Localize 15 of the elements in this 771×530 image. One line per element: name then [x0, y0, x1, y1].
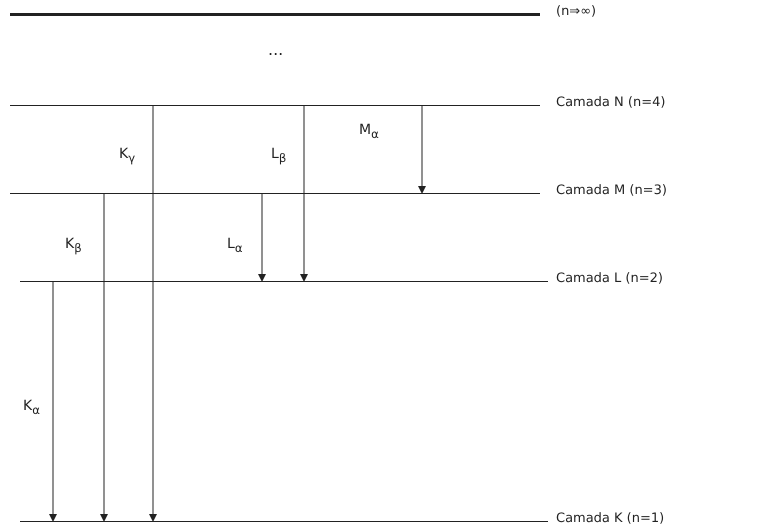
transition-arrow: [100, 194, 108, 522]
level-label: Camada N (n=4): [556, 95, 666, 111]
ellipsis-label: ...: [268, 40, 284, 59]
transition-arrow: [49, 282, 57, 522]
transition-arrow: [149, 106, 157, 522]
transition-arrow: [300, 106, 308, 282]
transition-arrow: [258, 194, 266, 282]
edge-label: L$_{β}$: [270, 146, 288, 166]
edge-label: K$_{β}$: [64, 236, 83, 256]
level-label: Camada K (n=1): [556, 511, 664, 527]
edge-label: K$_{γ}$: [118, 146, 136, 166]
transition-arrow: [418, 106, 426, 194]
level-label: Camada M (n=3): [556, 183, 667, 199]
level-label: (n⇒∞): [556, 4, 596, 20]
level-label: Camada L (n=2): [556, 271, 663, 287]
